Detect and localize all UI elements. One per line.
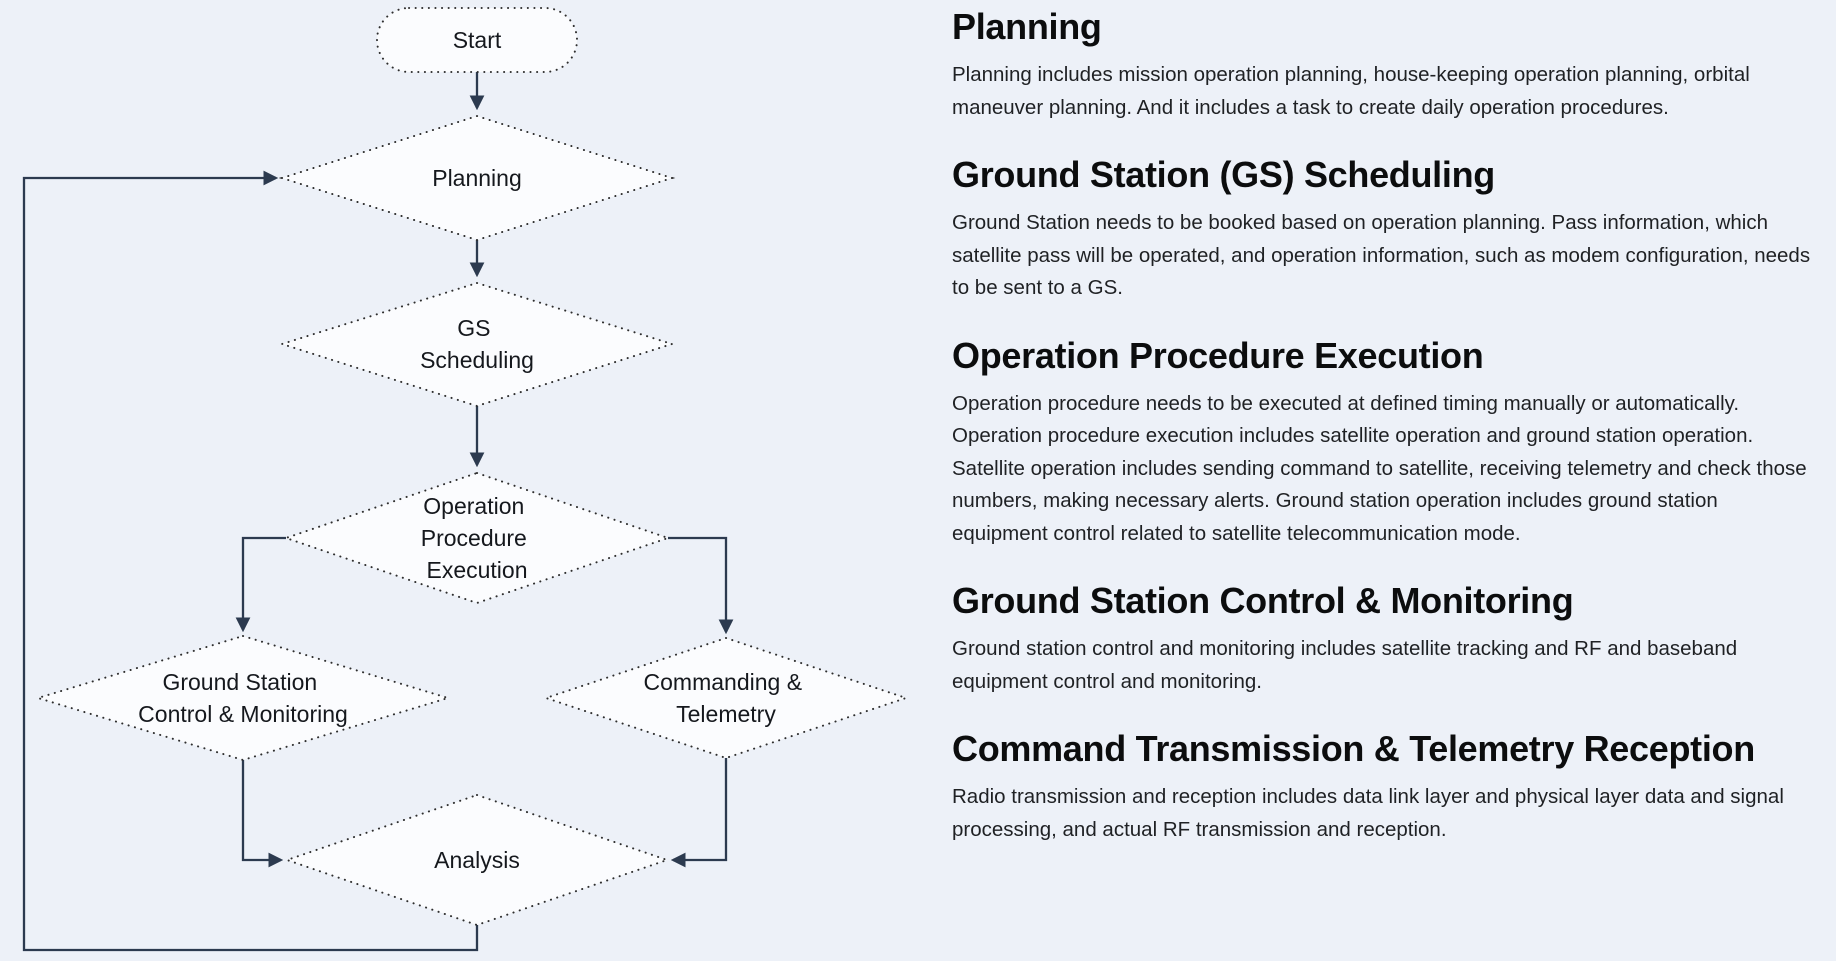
section-heading: Command Transmission & Telemetry Recepti… bbox=[952, 728, 1755, 769]
docs-panel: Planning Planning includes mission opera… bbox=[952, 0, 1814, 961]
node-ground-station-control-monitoring: Ground Station Control & Monitoring bbox=[34, 634, 452, 762]
section-body: Planning includes mission operation plan… bbox=[952, 63, 1750, 119]
section-heading: Ground Station (GS) Scheduling bbox=[952, 154, 1495, 195]
flowchart-edges bbox=[22, 72, 734, 952]
gs-control-shape bbox=[34, 634, 452, 762]
section-heading: Planning bbox=[952, 6, 1102, 47]
section-heading: Operation Procedure Execution bbox=[952, 334, 1484, 376]
commanding-shape bbox=[542, 636, 910, 760]
start-shape bbox=[376, 7, 578, 73]
node-start: Start bbox=[376, 7, 578, 73]
edge-operation-to-commanding bbox=[668, 536, 734, 635]
section-body: Ground Station needs to be booked based … bbox=[952, 211, 1811, 299]
node-analysis: Analysis bbox=[283, 793, 671, 927]
node-planning: Planning bbox=[278, 114, 676, 242]
gs-scheduling-label: GS Scheduling bbox=[420, 315, 534, 373]
node-commanding-telemetry: Commanding & Telemetry bbox=[542, 636, 910, 760]
gs-control-label: Ground Station Control & Monitoring bbox=[138, 669, 348, 727]
section-body: Operation procedure needs to be executed… bbox=[952, 391, 1807, 545]
edge-analysis-to-planning bbox=[22, 170, 479, 952]
commanding-label: Commanding & Telemetry bbox=[644, 669, 809, 727]
operation-shape bbox=[282, 471, 672, 605]
section-command-transmission-telemetry-reception: Command Transmission & Telemetry Recepti… bbox=[952, 726, 1814, 846]
start-label: Start bbox=[453, 27, 502, 53]
node-gs-scheduling: GS Scheduling bbox=[278, 281, 676, 408]
flowchart-canvas: Start Planning GS Scheduling Operation P… bbox=[22, 7, 910, 952]
edge-commanding-to-analysis bbox=[670, 758, 728, 868]
section-body: Radio transmission and reception include… bbox=[952, 785, 1784, 841]
section-heading: Ground Station Control & Monitoring bbox=[952, 580, 1574, 621]
planning-shape bbox=[278, 114, 676, 242]
operation-label: Operation Procedure Execution bbox=[421, 493, 534, 583]
flowchart: Start Planning GS Scheduling Operation P… bbox=[22, 7, 910, 952]
section-ground-station-control-monitoring: Ground Station Control & Monitoring Grou… bbox=[952, 578, 1814, 698]
section-body: Ground station control and monitoring in… bbox=[952, 637, 1738, 693]
node-operation-procedure-execution: Operation Procedure Execution bbox=[282, 471, 672, 605]
analysis-label: Analysis bbox=[434, 847, 520, 873]
section-gs-scheduling: Ground Station (GS) Scheduling Ground St… bbox=[952, 152, 1814, 305]
edge-operation-to-gs-control bbox=[235, 536, 286, 633]
section-operation-procedure-execution: Operation Procedure Execution Operation … bbox=[952, 333, 1814, 551]
edge-gs-control-to-analysis bbox=[241, 760, 284, 868]
gs-scheduling-shape bbox=[278, 281, 676, 408]
planning-label: Planning bbox=[432, 165, 522, 191]
section-planning: Planning Planning includes mission opera… bbox=[952, 4, 1814, 124]
analysis-shape bbox=[283, 793, 671, 927]
